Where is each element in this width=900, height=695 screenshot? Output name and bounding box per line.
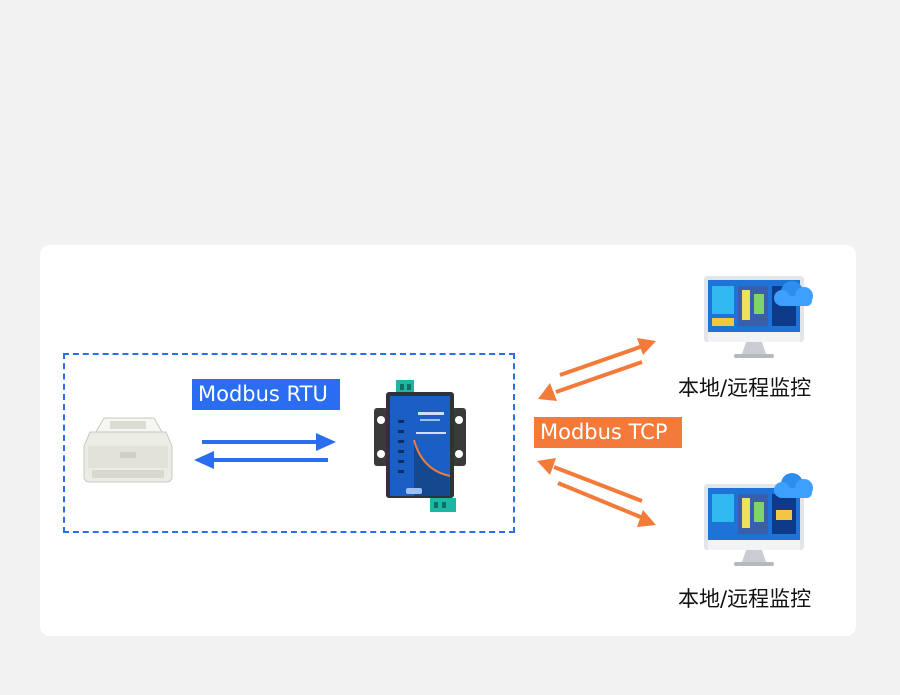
local-serial-zone [63,353,515,533]
receipt-printer-icon [83,417,173,483]
computer-monitor-icon [704,276,813,358]
modbus-tcp-label: Modbus TCP [534,417,682,448]
cloud-icon [774,281,813,306]
computer-monitor-icon [704,473,813,566]
cloud-icon [774,473,813,498]
rtu-arrows [194,433,336,469]
tcp-arrows-bottom [537,458,656,527]
monitor-caption-bottom: 本地/远程监控 [678,587,812,611]
modbus-rtu-label: Modbus RTU [192,379,340,410]
tcp-arrows-top [538,338,656,401]
monitor-caption-top: 本地/远程监控 [678,376,812,400]
serial-device-server-icon [374,380,466,512]
